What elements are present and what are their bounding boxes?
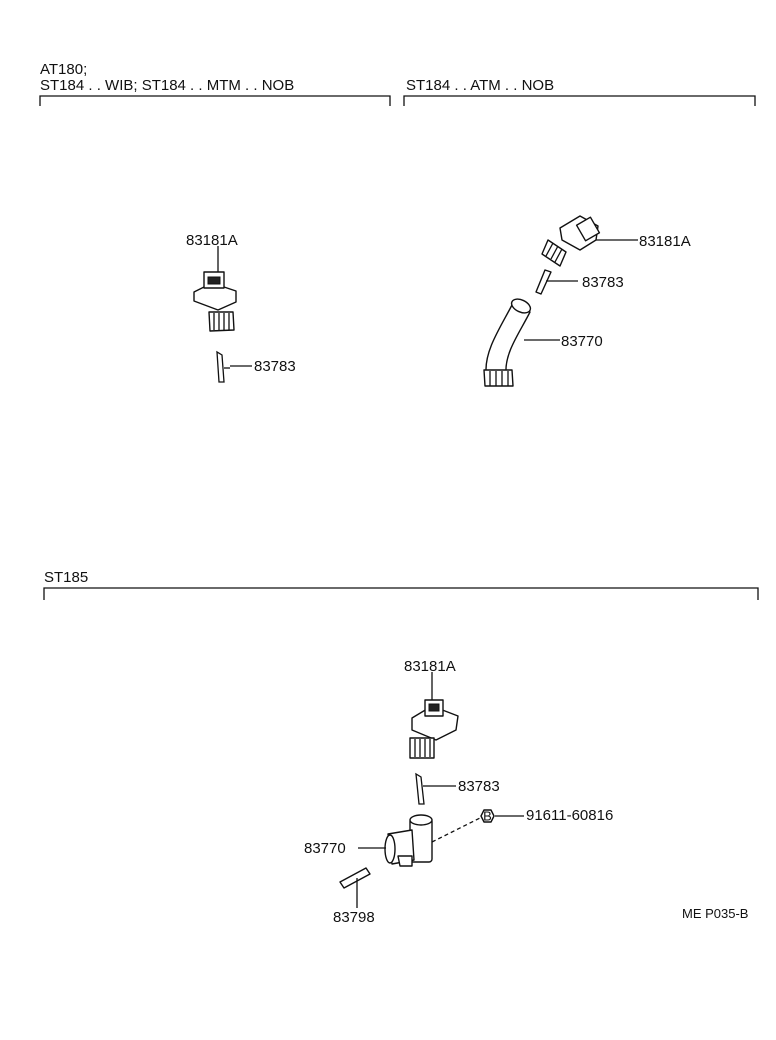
speedometer-drive-tube-part bbox=[483, 298, 532, 387]
callout-pin: 83798 bbox=[333, 909, 375, 926]
callout-speed-sensor: 83181A bbox=[639, 233, 691, 250]
retaining-clip-part bbox=[216, 350, 230, 383]
callout-retaining-clip: 83783 bbox=[458, 778, 500, 795]
diagram-code: ME P035-B bbox=[682, 906, 748, 921]
section-3-title: ST185 bbox=[44, 569, 88, 586]
section-3-bracket bbox=[43, 587, 759, 600]
pin-part bbox=[339, 867, 371, 889]
speed-sensor-part bbox=[541, 215, 601, 267]
section-2-bracket bbox=[403, 95, 756, 106]
section-1-bracket bbox=[39, 95, 391, 106]
section-2-title: ST184 . . ATM . . NOB bbox=[406, 77, 554, 94]
callout-bolt: 91611-60816 bbox=[526, 807, 613, 824]
section-1-title-line-2: ST184 . . WIB; ST184 . . MTM . . NOB bbox=[40, 77, 294, 94]
retaining-clip-part bbox=[535, 269, 552, 295]
speed-sensor-part bbox=[193, 271, 237, 332]
bolt-dashed-line bbox=[431, 817, 481, 843]
callout-drive-tube: 83770 bbox=[561, 333, 603, 350]
retaining-clip-part bbox=[415, 772, 430, 805]
bolt-marker-label: B bbox=[483, 809, 492, 824]
callout-speed-sensor: 83181A bbox=[186, 232, 238, 249]
speed-sensor-part bbox=[409, 699, 459, 759]
callout-speed-sensor: 83181A bbox=[404, 658, 456, 675]
callout-retaining-clip: 83783 bbox=[582, 274, 624, 291]
callout-retaining-clip: 83783 bbox=[254, 358, 296, 375]
bolt-marker-badge: B bbox=[480, 809, 495, 824]
speedometer-drive-body-part bbox=[384, 814, 433, 867]
callout-drive-body: 83770 bbox=[304, 840, 346, 857]
section-1-title-line-1: AT180; bbox=[40, 61, 87, 78]
